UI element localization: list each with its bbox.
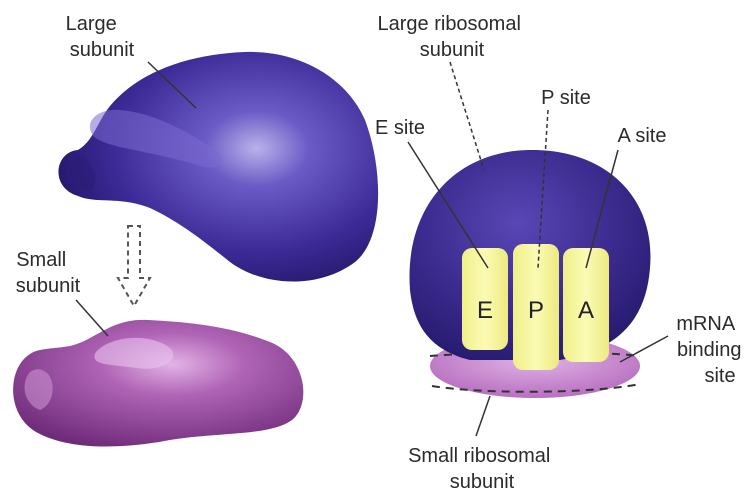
- small-subunit-shape: [13, 320, 303, 447]
- e-site-letter: E: [477, 297, 493, 324]
- assembly-arrow: [118, 226, 150, 306]
- p-site-label: P site: [541, 87, 591, 109]
- large-ribosomal-leader: [450, 62, 484, 170]
- small-subunit-label: Small subunit: [16, 249, 81, 297]
- large-subunit-shape: [58, 52, 378, 282]
- small-subunit-leader: [76, 300, 108, 336]
- large-ribosomal-subunit-label: Large ribosomal subunit: [378, 13, 527, 61]
- large-subunit-label: Large subunit: [66, 13, 135, 61]
- small-ribosomal-leader: [476, 396, 490, 436]
- e-site-label: E site: [375, 117, 425, 139]
- mrna-binding-site-label: mRNA binding site: [676, 313, 747, 387]
- mrna-leader: [620, 336, 668, 362]
- p-site-letter: P: [528, 297, 544, 324]
- small-ribosomal-subunit-label: Small ribosomal subunit: [408, 445, 556, 493]
- a-site-label: A site: [618, 125, 667, 147]
- a-site-letter: A: [578, 297, 594, 324]
